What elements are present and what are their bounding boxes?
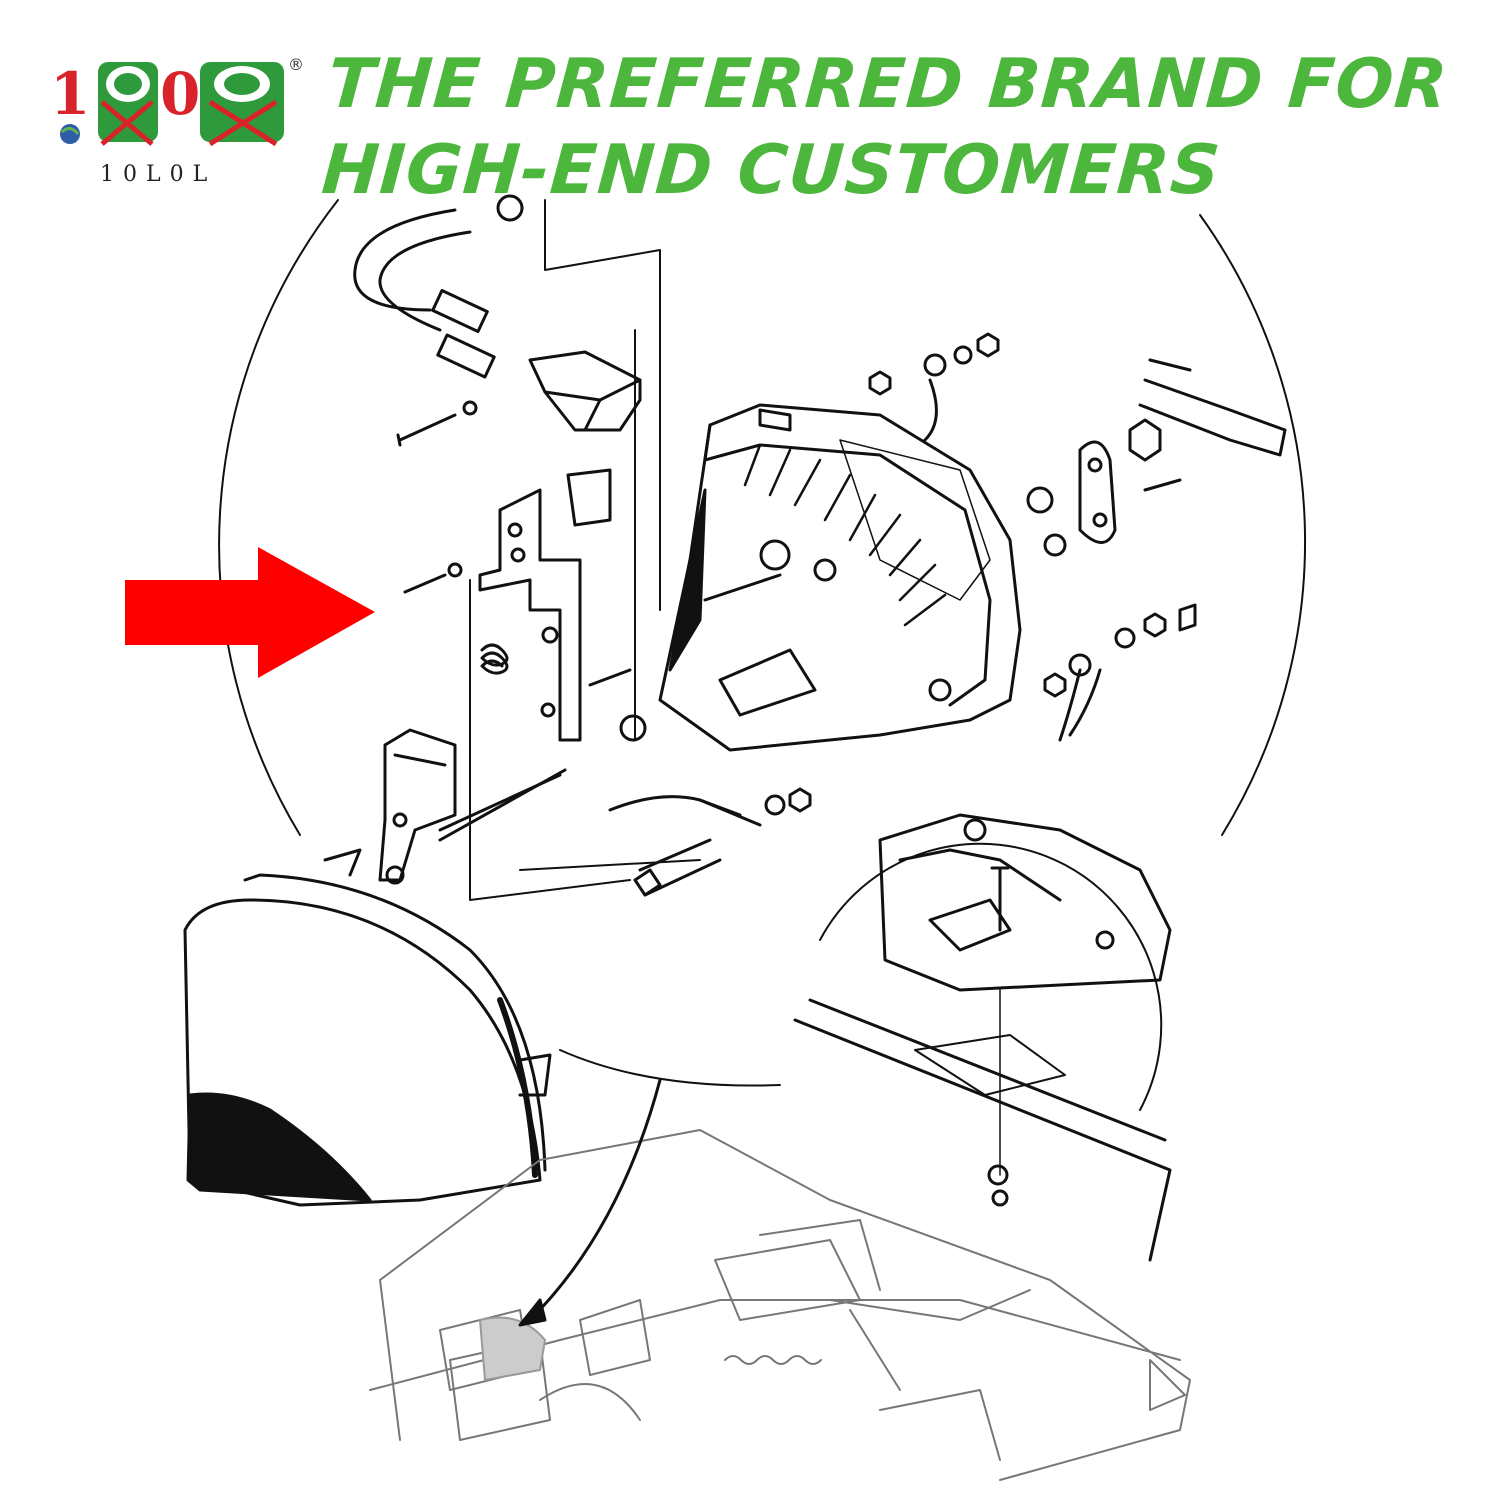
alignment-lines — [469, 199, 701, 901]
fender-cover-icon — [183, 848, 552, 1207]
pedal-box-icon — [378, 728, 567, 885]
vehicle-chassis-icon — [369, 1129, 1191, 1481]
brand-logo: 1 0 ® — [50, 55, 304, 147]
wire-harness-icon — [608, 378, 1102, 827]
spring-icon — [480, 643, 509, 675]
micro-switch-icon — [353, 194, 642, 432]
cover-housing-icon — [658, 403, 1022, 752]
nut-icon — [788, 332, 1167, 813]
screw-icon — [396, 400, 478, 447]
cover-fins — [743, 443, 947, 627]
right-arrow-icon — [125, 547, 375, 678]
inset-mount-detail-icon — [793, 813, 1172, 1262]
screw-icon — [403, 562, 632, 687]
switch-bracket-icon — [478, 468, 612, 742]
callout-leader-arrow — [528, 1078, 662, 1322]
bolt-icon — [438, 358, 1287, 897]
washer-icon — [619, 345, 1136, 816]
registered-mark: ® — [288, 55, 304, 74]
bracket-plate-icon — [1078, 440, 1117, 544]
svg-text:0: 0 — [160, 60, 200, 128]
svg-text:1: 1 — [50, 60, 90, 128]
logo-wordmark: 10L0L — [100, 162, 217, 187]
logo-mark-icon: 1 0 — [50, 60, 284, 147]
callout-leader-arrowhead — [518, 1298, 547, 1327]
